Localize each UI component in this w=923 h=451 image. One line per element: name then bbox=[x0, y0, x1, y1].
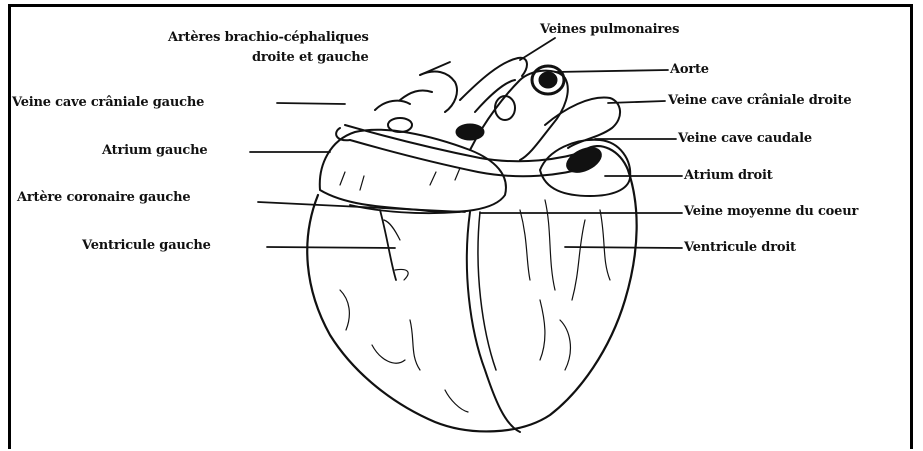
label-arteres-brachio-cephaliques: Artères brachio-céphaliques bbox=[168, 30, 369, 45]
label-ventricule-droit: Ventricule droit bbox=[684, 240, 796, 255]
label-veine-cave-caudale: Veine cave caudale bbox=[678, 131, 812, 146]
label-arteres-brachio-cephaliques-2: droite et gauche bbox=[252, 50, 369, 65]
label-veines-pulmonaires: Veines pulmonaires bbox=[540, 22, 679, 37]
label-ventricule-gauche: Ventricule gauche bbox=[82, 238, 211, 253]
label-atrium-gauche: Atrium gauche bbox=[102, 143, 207, 158]
leader-lines bbox=[250, 38, 682, 248]
brachiocephalic-arteries bbox=[375, 71, 457, 112]
ventricles-outline bbox=[307, 146, 636, 431]
label-atrium-droit: Atrium droit bbox=[684, 168, 773, 183]
interventricular-groove bbox=[467, 212, 520, 432]
label-aorte: Aorte bbox=[670, 62, 709, 77]
label-veine-moyenne-du-coeur: Veine moyenne du coeur bbox=[684, 204, 858, 219]
left-coronary-artery bbox=[350, 205, 460, 280]
pulmonary-veins-shape bbox=[460, 58, 527, 112]
label-veine-cave-craniale-gauche: Veine cave crâniale gauche bbox=[12, 95, 204, 110]
right-cranial-vena-cava bbox=[545, 98, 620, 148]
label-veine-cave-craniale-droite: Veine cave crâniale droite bbox=[668, 93, 851, 108]
surface-vessels bbox=[340, 200, 610, 412]
label-artere-coronaire-gauche: Artère coronaire gauche bbox=[17, 190, 190, 205]
